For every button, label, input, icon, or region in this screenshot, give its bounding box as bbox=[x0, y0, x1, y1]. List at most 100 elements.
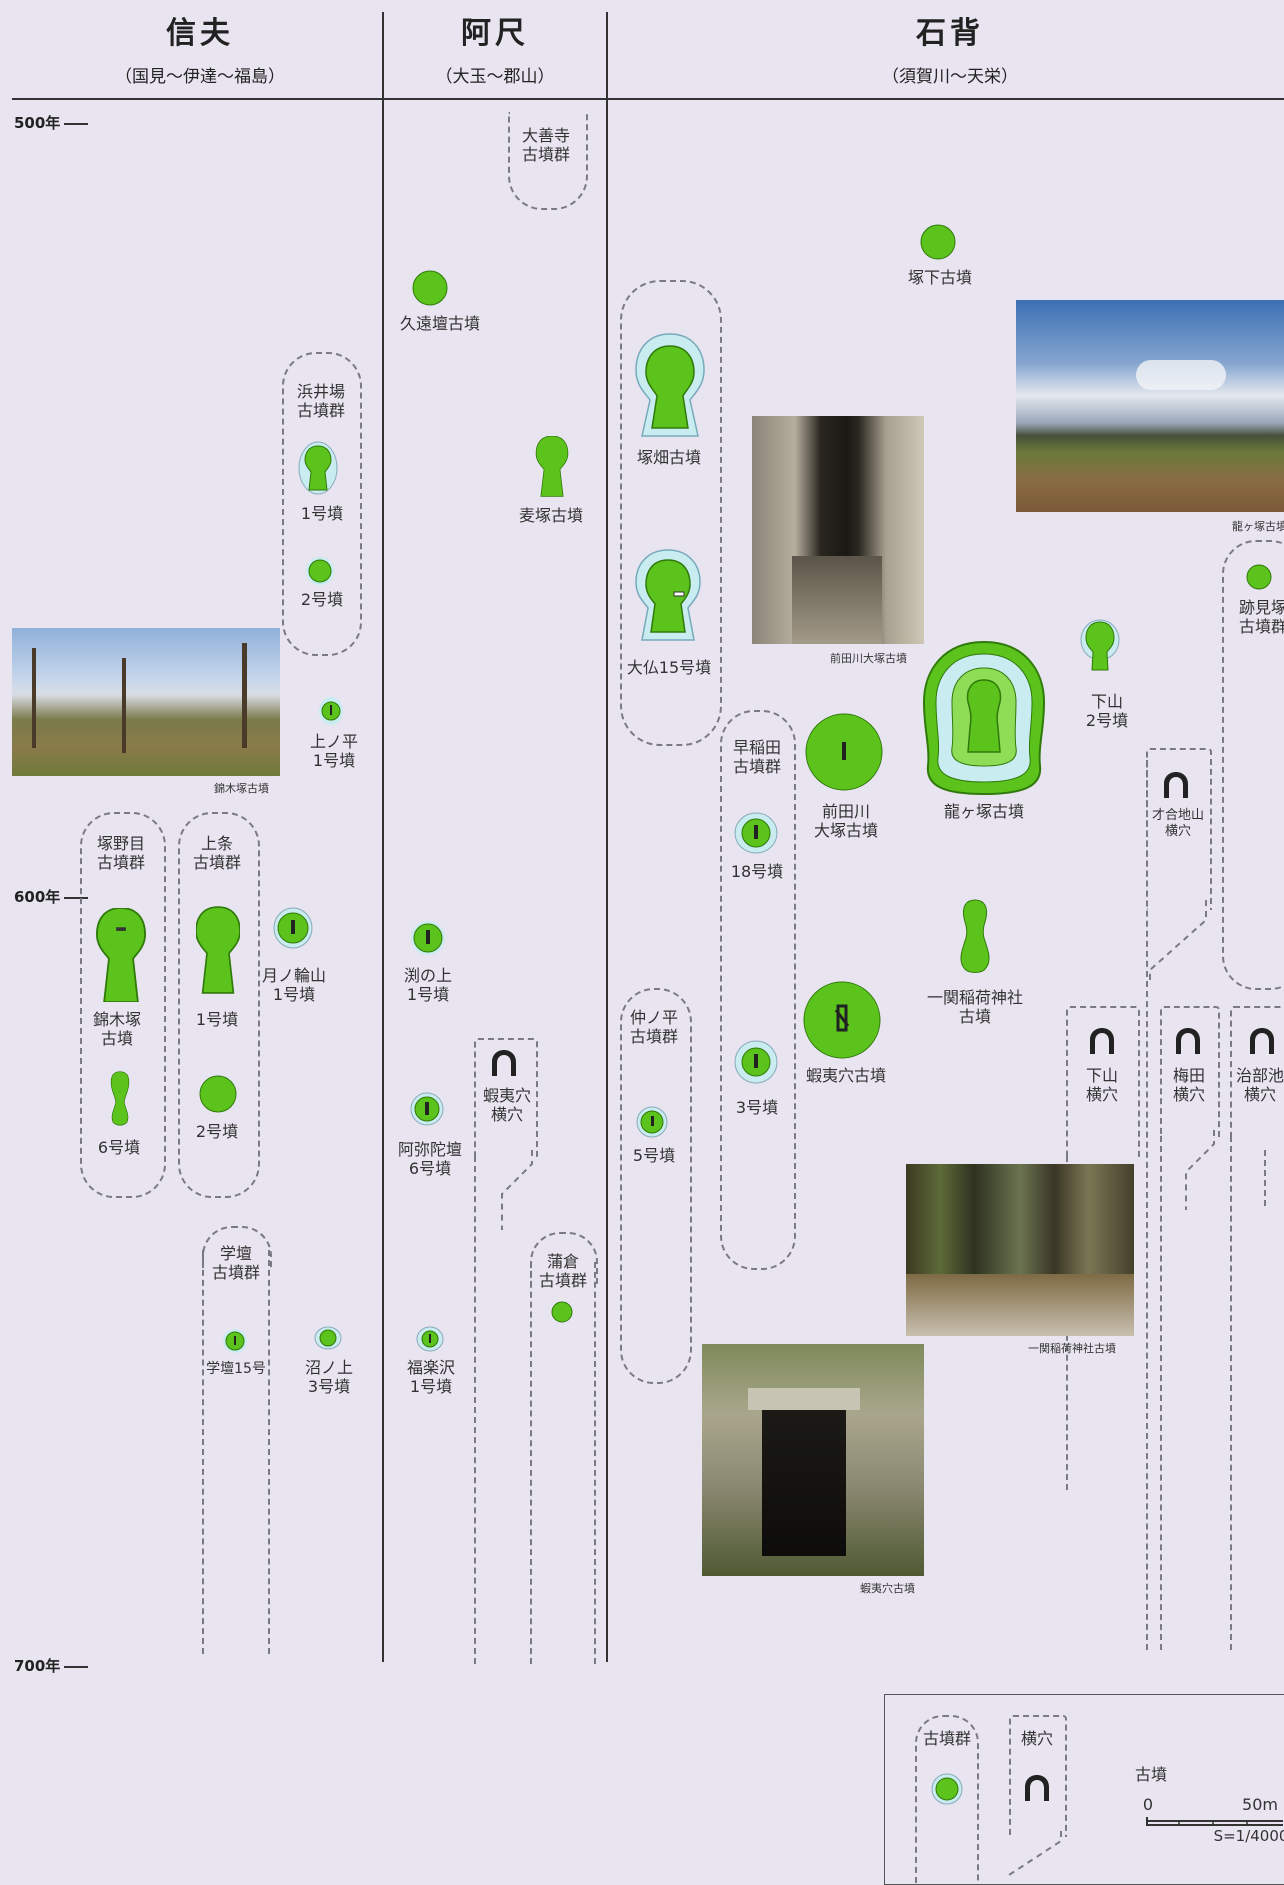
label-amidado-6: 阿弥陀壇 6号墳 bbox=[397, 1140, 462, 1178]
label-ichinoseki: 一関稲荷神社 古墳 bbox=[926, 988, 1023, 1026]
label-tsukanome-6: 6号墳 bbox=[97, 1138, 141, 1157]
year-700: 700年 bbox=[14, 1655, 88, 1676]
yokoana-line-umeda bbox=[1160, 1136, 1162, 1650]
kofun-fuchinoue-1 bbox=[411, 921, 445, 955]
kofun-ryugazuka bbox=[922, 640, 1046, 796]
yokoana-line-saigochiyama bbox=[1146, 760, 1148, 1650]
header-divider bbox=[12, 98, 1284, 100]
group-outline-gakudan-right bbox=[268, 1250, 270, 1654]
photo-caption-nishikigizuka: 錦木塚古墳 bbox=[214, 782, 269, 795]
label-nishikigizuka: 錦木塚 古墳 bbox=[92, 1010, 141, 1048]
legend-kofun-label: 古墳 bbox=[1134, 1765, 1167, 1784]
column-divider-1 bbox=[382, 12, 384, 1662]
label-wasada-18: 18号墳 bbox=[730, 862, 784, 881]
label-ryugazuka: 龍ヶ塚古墳 bbox=[943, 802, 1024, 821]
group-outline-atomizuka bbox=[1222, 540, 1284, 990]
legend-scale-length: 50m bbox=[1242, 1795, 1278, 1814]
legend-scale-zero: 0 bbox=[1142, 1795, 1154, 1814]
label-tsukashita: 塚下古墳 bbox=[907, 268, 972, 287]
group-outline-wasada bbox=[720, 710, 796, 1270]
column-title: 信夫 bbox=[166, 16, 234, 51]
label-tsukinowayama-1: 月ノ輪山 1号墳 bbox=[261, 966, 326, 1004]
kofun-uenotaira-1 bbox=[319, 697, 343, 725]
kofun-ichinoseki bbox=[960, 899, 990, 973]
kofun-kamakura bbox=[551, 1301, 573, 1323]
yokoana-outline-ebisuana bbox=[474, 1038, 538, 1158]
column-header-azaka: 阿尺 （大玉～郡山） bbox=[395, 8, 595, 87]
label-shimoyama-2: 下山 2号墳 bbox=[1085, 692, 1129, 730]
yokoana-tail-umeda bbox=[1185, 1130, 1215, 1210]
photo-caption-ebisuana: 蝦夷穴古墳 bbox=[860, 1582, 915, 1595]
tunnel-icon bbox=[1090, 1028, 1114, 1054]
kofun-amidado-6 bbox=[410, 1092, 444, 1126]
label-tsukahata: 塚畑古墳 bbox=[636, 448, 701, 467]
label-hamaiba-1: 1号墳 bbox=[300, 504, 344, 523]
label-mugizuka: 麦塚古墳 bbox=[518, 506, 583, 525]
kofun-mugizuka bbox=[535, 436, 569, 497]
group-outline-kamakura-left bbox=[530, 1262, 532, 1664]
kofun-wasada-18 bbox=[734, 812, 778, 854]
tunnel-icon bbox=[1025, 1775, 1049, 1801]
label-numanoue-3: 沼ノ上 3号墳 bbox=[304, 1358, 353, 1396]
label-uenotaira-1: 上ノ平 1号墳 bbox=[309, 732, 358, 770]
group-label-nakanotaira: 仲ノ平 古墳群 bbox=[629, 1008, 678, 1046]
yokoana-tail-saigochiyama bbox=[1149, 900, 1207, 980]
photo-nishikigizuka bbox=[12, 628, 280, 776]
column-header-shinobu: 信夫 （国見～伊達～福島） bbox=[80, 8, 320, 87]
photo-caption-ryugazuka: 龍ヶ塚古墳 bbox=[1232, 520, 1284, 533]
photo-ebisuana bbox=[702, 1344, 924, 1576]
label-ebisuana: 蝦夷穴古墳 bbox=[805, 1066, 886, 1085]
group-outline-daizenji bbox=[508, 112, 588, 210]
column-title: 石背 bbox=[916, 16, 984, 51]
group-outline-tsukanome bbox=[80, 812, 166, 1198]
label-daibutsu-15: 大仏15号墳 bbox=[626, 658, 712, 677]
legend-scale-bar bbox=[1146, 1817, 1283, 1826]
yokoana-outline-umeda bbox=[1160, 1006, 1220, 1138]
label-kamijo-2: 2号墳 bbox=[195, 1122, 239, 1141]
label-shimoyama-yokoana: 下山 横穴 bbox=[1085, 1066, 1118, 1104]
yokoana-line-ebisuana bbox=[474, 1156, 476, 1664]
kofun-kuonji bbox=[412, 270, 448, 306]
group-label-kamijo: 上条 古墳群 bbox=[192, 834, 241, 872]
column-subtitle: （国見～伊達～福島） bbox=[115, 67, 285, 87]
label-umeda-yokoana: 梅田 横穴 bbox=[1172, 1066, 1205, 1104]
label-hamaiba-2: 2号墳 bbox=[300, 590, 344, 609]
yokoana-line-jibuike bbox=[1230, 1136, 1232, 1650]
label-saigochiyama: 才合地山 横穴 bbox=[1151, 808, 1204, 839]
legend-scale-ratio: S=1/4000 bbox=[1213, 1827, 1284, 1845]
group-outline-kamakura-top bbox=[530, 1232, 598, 1284]
kofun-gakudan-15 bbox=[223, 1329, 247, 1353]
tunnel-icon bbox=[1176, 1028, 1200, 1054]
kofun-nakanotaira-5 bbox=[636, 1106, 668, 1138]
kofun-ebisuana bbox=[803, 981, 881, 1059]
legend-yokoana-label: 横穴 bbox=[1020, 1729, 1053, 1748]
label-nakanotaira-5: 5号墳 bbox=[632, 1146, 676, 1165]
label-kuonji: 久遠壇古墳 bbox=[399, 314, 480, 333]
group-outline-nakanotaira bbox=[620, 988, 692, 1384]
kofun-kamijo-1 bbox=[196, 906, 240, 994]
year-500: 500年 bbox=[14, 112, 88, 133]
kofun-atomizuka bbox=[1246, 564, 1272, 590]
tunnel-icon bbox=[492, 1050, 516, 1076]
column-header-iwase: 石背 （須賀川～天栄） bbox=[830, 8, 1070, 87]
yokoana-tail-ebisuana bbox=[501, 1150, 533, 1230]
kofun-hamaiba-1 bbox=[298, 441, 338, 495]
photo-maetagawa bbox=[752, 416, 924, 644]
kofun-fukurazawa-1 bbox=[416, 1326, 444, 1352]
group-outline-hamaiba bbox=[282, 352, 362, 656]
group-label-wasada: 早稲田 古墳群 bbox=[732, 738, 781, 776]
kofun-daibutsu-15 bbox=[635, 549, 701, 641]
label-ebisuana-yokoana: 蝦夷穴 横穴 bbox=[482, 1086, 531, 1124]
legend-group-label: 古墳群 bbox=[922, 1729, 971, 1748]
photo-caption-maetagawa: 前田川大塚古墳 bbox=[830, 652, 907, 665]
kofun-tsukahata bbox=[635, 333, 705, 437]
label-fuchinoue-1: 渕の上 1号墳 bbox=[403, 966, 452, 1004]
group-label-atomizuka: 跡見塚 古墳群 bbox=[1238, 598, 1284, 636]
label-maetagawa: 前田川 大塚古墳 bbox=[813, 802, 878, 840]
group-outline-gakudan-left bbox=[202, 1250, 204, 1654]
kofun-wasada-3 bbox=[734, 1040, 778, 1084]
legend-yokoana-tail bbox=[1008, 1831, 1062, 1876]
kofun-shimoyama-2 bbox=[1080, 619, 1120, 671]
label-kamijo-1: 1号墳 bbox=[195, 1010, 239, 1029]
kofun-tsukanome-6 bbox=[110, 1071, 130, 1126]
